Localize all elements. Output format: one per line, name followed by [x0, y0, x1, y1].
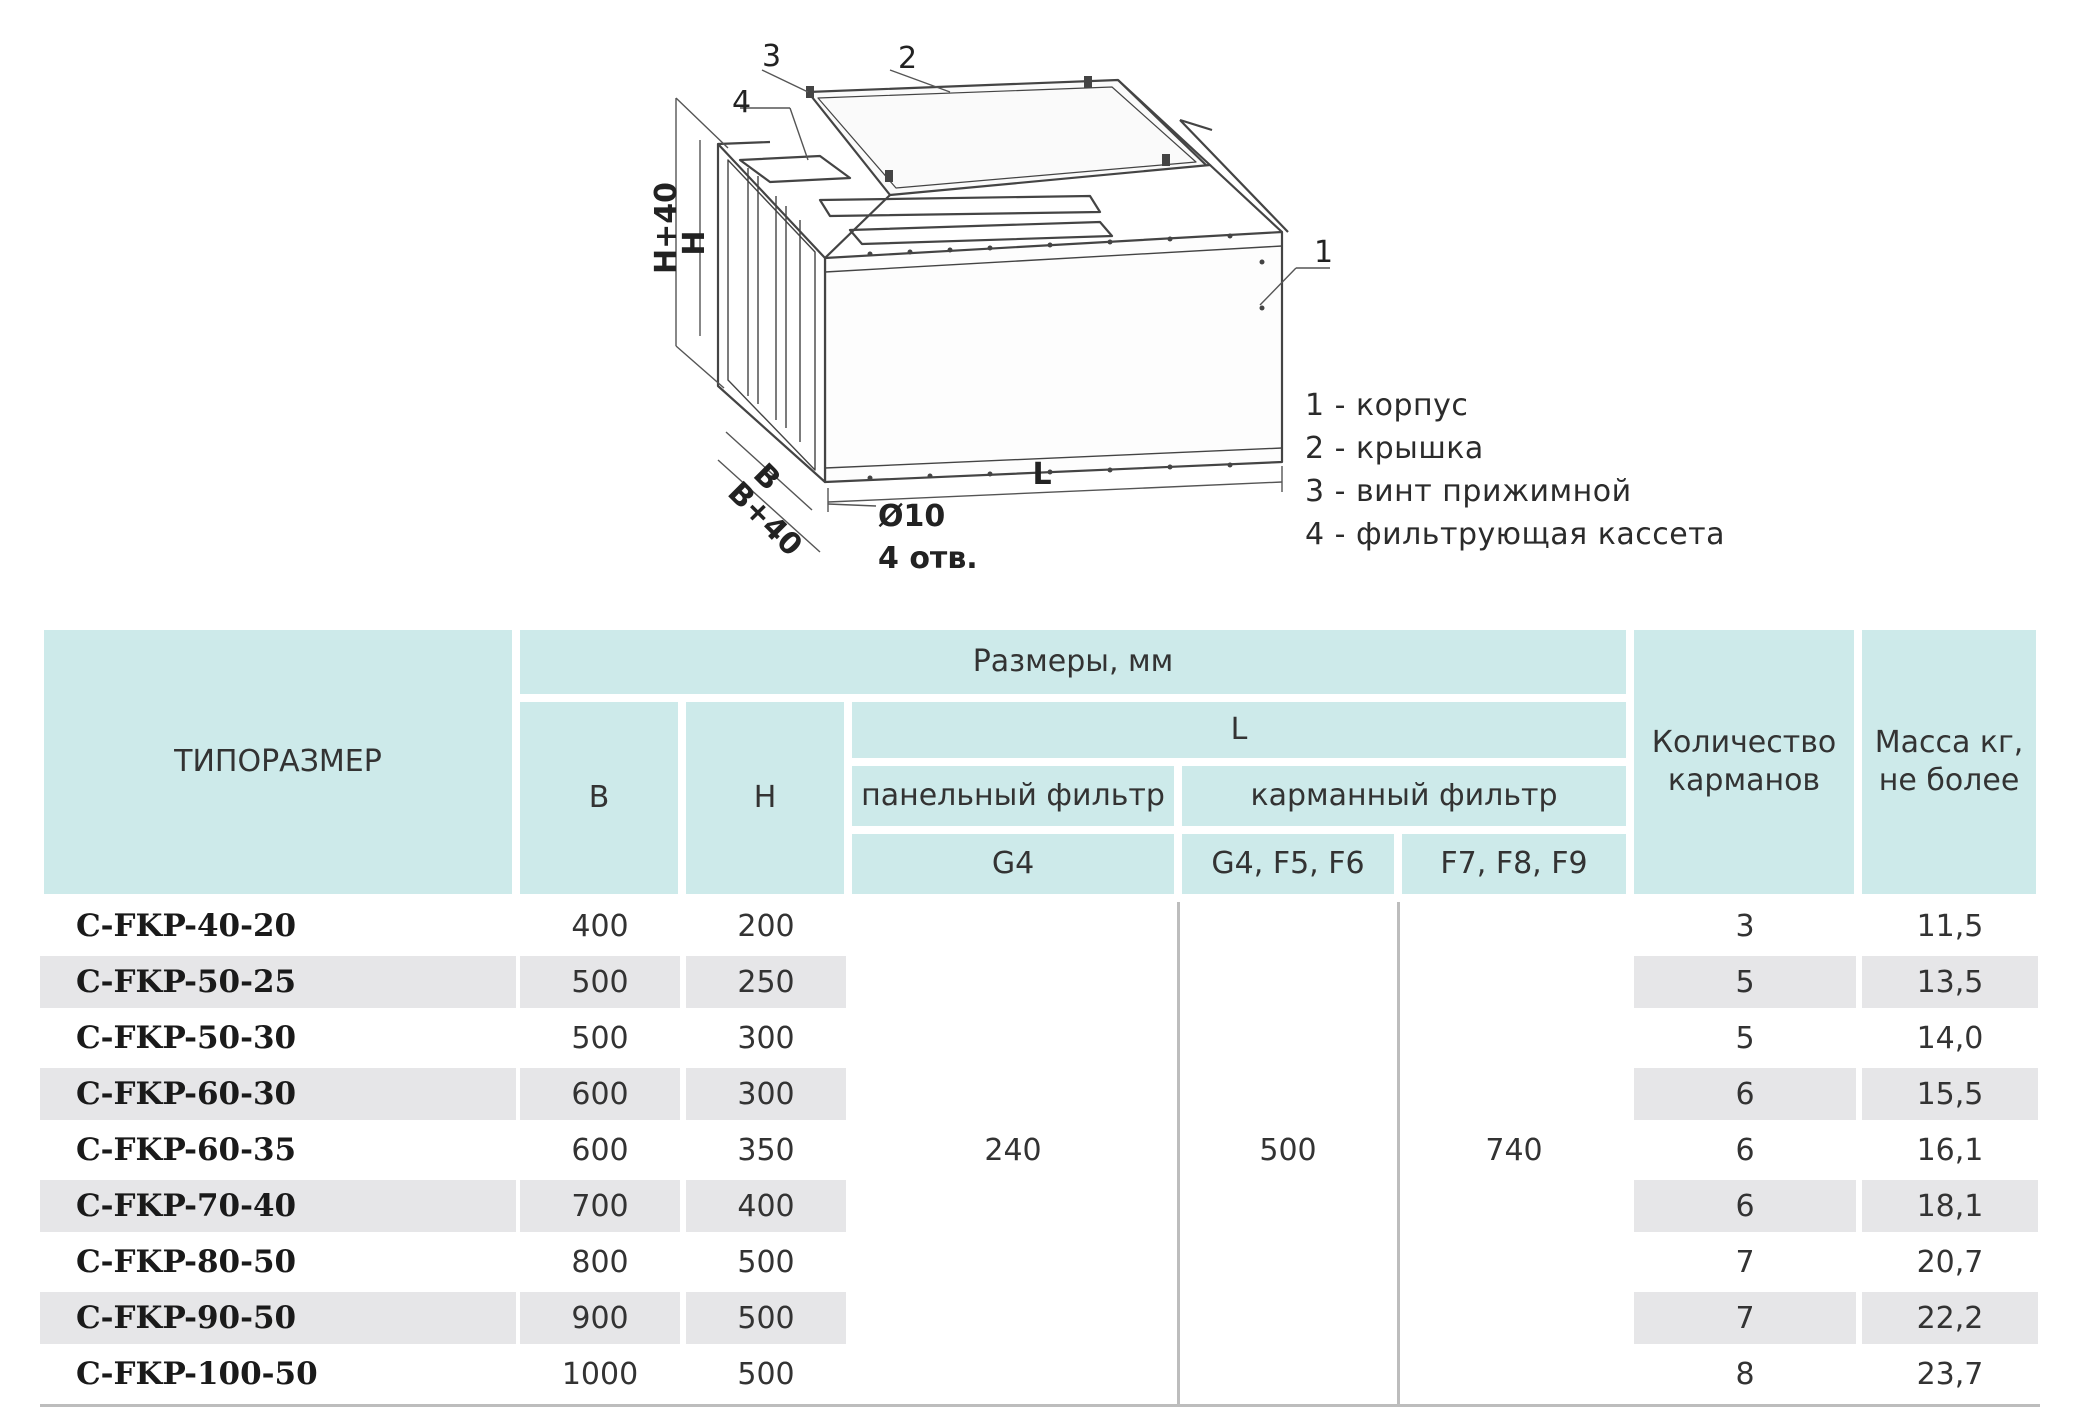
cell-h: 250: [686, 956, 846, 1008]
header-g4-f5-f6: G4, F5, F6: [1182, 834, 1394, 894]
dim-l: L: [1032, 457, 1051, 492]
callout-1: 1: [1314, 235, 1333, 270]
table-row: C-FKP-50-25 500 250 5 13,5: [40, 956, 2040, 1012]
callout-3: 3: [762, 39, 781, 74]
cell-b: 900: [520, 1292, 680, 1344]
table-bottom-rule: [40, 1404, 2040, 1407]
header-h: H: [686, 702, 844, 894]
cell-b: 1000: [561, 1356, 639, 1392]
column-divider: [1177, 902, 1180, 1404]
legend-item: 4 - фильтрующая кассета: [1305, 517, 1726, 552]
cell-l-pocket-g4-f6: 500: [1259, 1132, 1317, 1168]
table-row: C-FKP-60-35 600 350 6 16,1: [40, 1124, 2040, 1180]
header-panel-filter: панельный фильтр: [852, 766, 1174, 826]
parts-legend: 1 - корпус 2 - крышка 3 - винт прижимной…: [1305, 384, 1725, 556]
header-g4: G4: [852, 834, 1174, 894]
header-dimensions: Размеры, мм: [520, 630, 1626, 694]
cell-model: C-FKP-50-30: [76, 1020, 297, 1056]
cell-h: 300: [686, 1068, 846, 1120]
header-l: L: [852, 702, 1626, 758]
legend-item: 3 - винт прижимной: [1305, 474, 1632, 509]
cell-h: 300: [737, 1020, 795, 1056]
header-model: ТИПОРАЗМЕР: [44, 630, 512, 894]
header-f7-f8-f9: F7, F8, F9: [1402, 834, 1626, 894]
cell-mass: 15,5: [1862, 1068, 2038, 1120]
cell-mass: 13,5: [1862, 956, 2038, 1008]
filter-box-drawing: H+40 H B B+40 L Ø10 4 отв. 1 2 3 4: [649, 39, 1333, 576]
dim-h-plus-40: H+40: [649, 182, 684, 274]
cell-pockets: 5: [1634, 956, 1856, 1008]
cell-pockets: 3: [1735, 908, 1755, 944]
cell-h: 350: [737, 1132, 795, 1168]
cell-model: C-FKP-70-40: [40, 1180, 516, 1232]
cell-b: 400: [571, 908, 629, 944]
cell-pockets: 8: [1735, 1356, 1755, 1392]
header-mass: Масса кг, не более: [1862, 630, 2036, 894]
cell-model: C-FKP-50-25: [40, 956, 516, 1008]
cell-l-pocket-f7-f9: 740: [1485, 1132, 1543, 1168]
cell-pockets: 6: [1634, 1180, 1856, 1232]
cell-model: C-FKP-100-50: [76, 1356, 318, 1392]
cell-mass: 18,1: [1862, 1180, 2038, 1232]
dim-h: H: [677, 230, 712, 255]
cell-b: 700: [520, 1180, 680, 1232]
cell-b: 500: [571, 1020, 629, 1056]
header-pockets: Количество карманов: [1634, 630, 1854, 894]
cell-model: C-FKP-60-35: [76, 1132, 297, 1168]
cell-h: 500: [737, 1244, 795, 1280]
cell-l-panel-g4: 240: [984, 1132, 1042, 1168]
table-row: C-FKP-60-30 600 300 6 15,5: [40, 1068, 2040, 1124]
cell-model: C-FKP-90-50: [40, 1292, 516, 1344]
cell-h: 400: [686, 1180, 846, 1232]
cell-pockets: 7: [1634, 1292, 1856, 1344]
cell-b: 600: [520, 1068, 680, 1120]
table-row: C-FKP-70-40 700 400 6 18,1: [40, 1180, 2040, 1236]
cell-h: 200: [737, 908, 795, 944]
header-pocket-filter: карманный фильтр: [1182, 766, 1626, 826]
table-row: C-FKP-50-30 500 300 5 14,0: [40, 1012, 2040, 1068]
cell-model: C-FKP-40-20: [76, 908, 297, 944]
header-b: B: [520, 702, 678, 894]
cell-b: 800: [571, 1244, 629, 1280]
table-row: C-FKP-100-50 1000 500 8 23,7: [40, 1348, 2040, 1404]
legend-item: 2 - крышка: [1305, 431, 1484, 466]
cell-model: C-FKP-60-30: [40, 1068, 516, 1120]
table-row: C-FKP-90-50 900 500 7 22,2: [40, 1292, 2040, 1348]
table-row: C-FKP-40-20 400 200 3 11,5: [40, 900, 2040, 956]
legend-item: 1 - корпус: [1305, 388, 1469, 423]
cell-mass: 16,1: [1916, 1132, 1984, 1168]
cell-mass: 20,7: [1916, 1244, 1984, 1280]
table-row: C-FKP-80-50 800 500 7 20,7: [40, 1236, 2040, 1292]
cell-h: 500: [686, 1292, 846, 1344]
cell-b: 600: [571, 1132, 629, 1168]
cell-pockets: 6: [1735, 1132, 1755, 1168]
cell-mass: 11,5: [1916, 908, 1984, 944]
cell-model: C-FKP-80-50: [76, 1244, 297, 1280]
callout-4: 4: [732, 85, 751, 120]
callout-2: 2: [898, 41, 917, 76]
cell-h: 500: [737, 1356, 795, 1392]
cell-pockets: 6: [1634, 1068, 1856, 1120]
cell-mass: 14,0: [1916, 1020, 1984, 1056]
cell-mass: 23,7: [1916, 1356, 1984, 1392]
dim-hole-count: 4 отв.: [878, 541, 978, 576]
cell-mass: 22,2: [1862, 1292, 2038, 1344]
cell-pockets: 5: [1735, 1020, 1755, 1056]
dim-hole-diameter: Ø10: [878, 499, 945, 534]
cell-b: 500: [520, 956, 680, 1008]
cell-pockets: 7: [1735, 1244, 1755, 1280]
column-divider: [1397, 902, 1400, 1404]
